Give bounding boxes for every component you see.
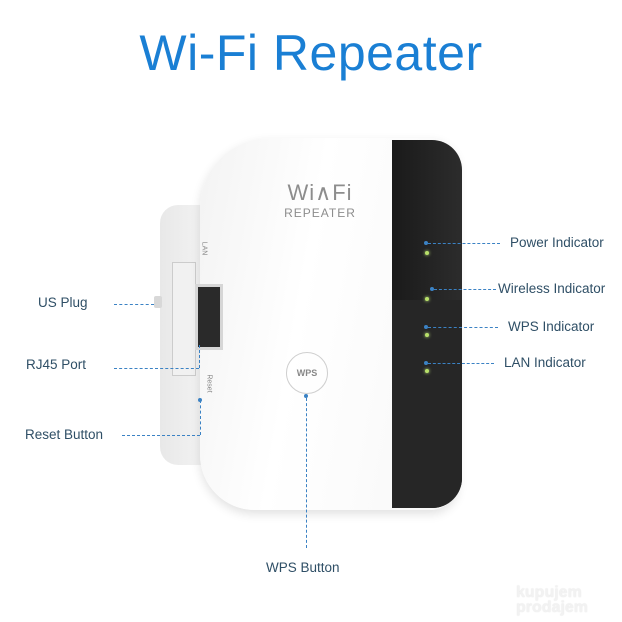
callout-dot	[198, 398, 202, 402]
callout-line	[200, 400, 201, 435]
power-led	[425, 251, 429, 255]
callout-line	[428, 327, 498, 328]
wps-led	[425, 333, 429, 337]
callout-dot	[430, 287, 434, 291]
us-plug-label: US Plug	[38, 295, 88, 310]
callout-dot	[424, 361, 428, 365]
wireless-indicator-label: Wireless Indicator	[498, 281, 606, 296]
reset-port-text: Reset	[205, 374, 213, 393]
device-label-sticker	[172, 262, 196, 376]
power-indicator-label: Power Indicator	[510, 235, 604, 250]
page-title: Wi-Fi Repeater	[139, 25, 483, 81]
indicator-panel-lower	[392, 300, 462, 508]
callout-line	[199, 345, 200, 368]
watermark-line2: prodajem	[516, 599, 589, 616]
wps-button[interactable]: WPS	[286, 352, 328, 394]
callout-line	[306, 398, 307, 548]
callout-line	[114, 368, 199, 369]
reset-button-label: Reset Button	[25, 427, 104, 442]
wireless-led	[425, 297, 429, 301]
logo-repeater: REPEATER	[284, 206, 356, 220]
callout-line	[434, 289, 496, 290]
callout-line	[114, 304, 154, 305]
wps-indicator-label: WPS Indicator	[508, 319, 595, 334]
device-logo: Wi∧Fi REPEATER	[270, 180, 370, 220]
callout-line	[428, 363, 494, 364]
lan-port-text: LAN	[200, 241, 208, 256]
watermark-line1: kupujem	[516, 584, 582, 601]
wps-button-label: WPS Button	[266, 560, 340, 575]
wifi-icon: ∧	[315, 180, 333, 205]
callout-line	[428, 243, 500, 244]
callout-dot	[424, 241, 428, 245]
callout-dot	[304, 394, 308, 398]
rj45-port-label: RJ45 Port	[26, 357, 87, 372]
lan-led	[425, 369, 429, 373]
logo-wi: Wi	[287, 180, 316, 205]
us-plug-prong	[154, 296, 162, 308]
watermark: kupujem prodajem	[516, 584, 589, 616]
logo-fi: Fi	[332, 180, 353, 205]
callout-dot	[424, 325, 428, 329]
lan-indicator-label: LAN Indicator	[504, 355, 586, 370]
callout-line	[122, 435, 200, 436]
rj45-port	[195, 284, 223, 350]
